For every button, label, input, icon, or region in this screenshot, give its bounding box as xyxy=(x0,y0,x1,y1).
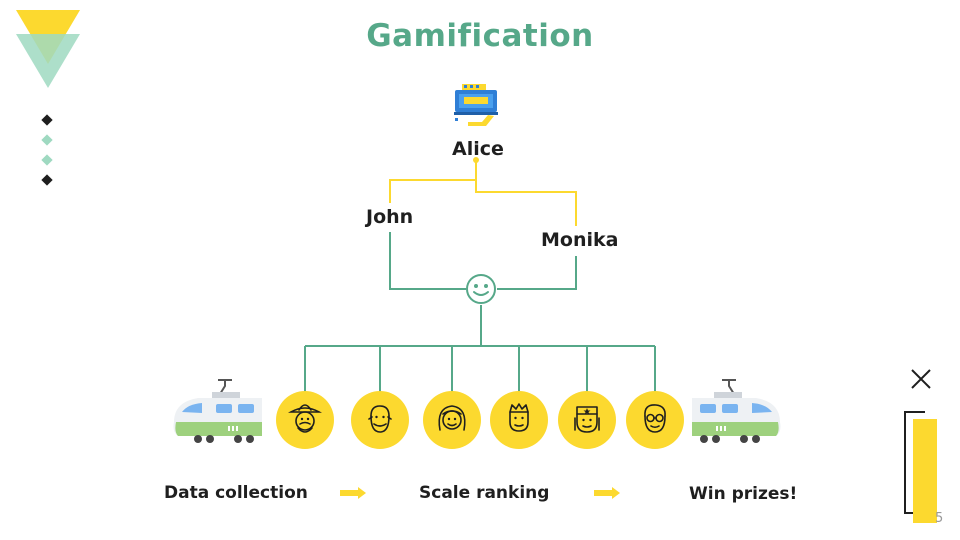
arrow-right-icon xyxy=(594,487,620,499)
diamond-bullets-decoration xyxy=(41,114,53,186)
arrow-right-icon xyxy=(340,487,366,499)
conveyor-hand-icon xyxy=(454,84,498,126)
sombrero-man-icon xyxy=(276,391,334,449)
root-node-label: Alice xyxy=(452,138,504,160)
step-win-prizes: Win prizes! xyxy=(689,484,798,504)
step-data-collection: Data collection xyxy=(164,483,308,503)
woman-icon xyxy=(423,391,481,449)
train-icon xyxy=(692,379,781,443)
slide-title: Gamification xyxy=(366,18,594,54)
page-number: 5 xyxy=(935,511,944,526)
step-scale-ranking: Scale ranking xyxy=(419,483,550,503)
crowned-man-icon xyxy=(490,391,548,449)
close-cross-decoration xyxy=(911,369,931,389)
star-hat-woman-icon xyxy=(558,391,616,449)
left-child-label: John xyxy=(366,206,414,228)
right-child-label: Monika xyxy=(541,229,619,251)
bearded-man-icon xyxy=(351,391,409,449)
smiley-icon xyxy=(466,274,496,304)
corner-triangles-decoration xyxy=(16,10,80,88)
train-icon xyxy=(173,379,262,443)
bracket-bar-decoration xyxy=(904,411,937,523)
glasses-man-icon xyxy=(626,391,684,449)
